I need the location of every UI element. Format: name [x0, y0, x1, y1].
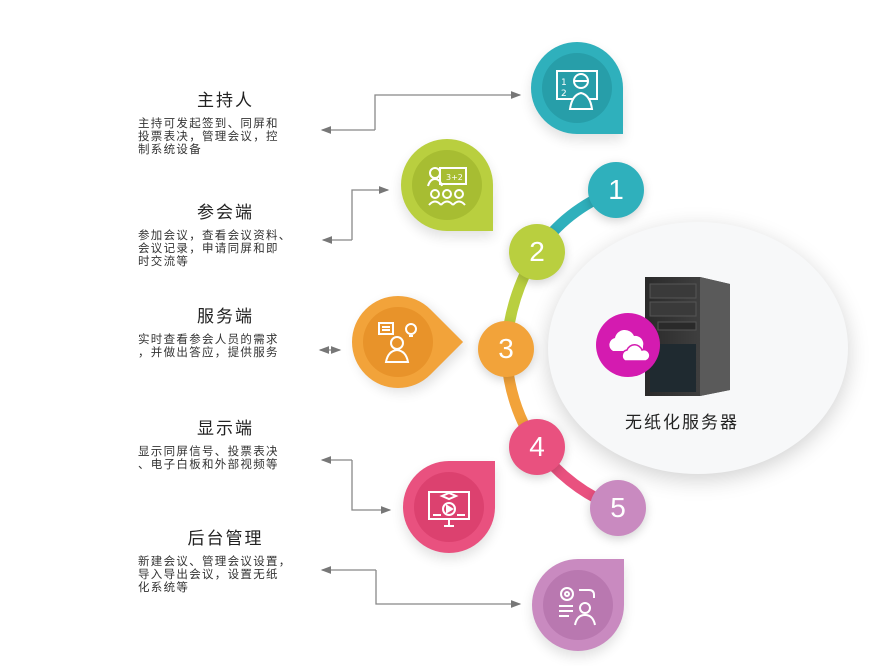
- role-desc: 新建会议、管理会议设置，导入导出会议，设置无纸化系统等: [138, 554, 292, 594]
- connector-2: [351, 186, 390, 240]
- monitor-video-icon: [414, 472, 484, 542]
- role-block-host: 主持人 主持可发起签到、同屏和投票表决，管理会议，控制系统设备: [138, 86, 313, 156]
- role-block-participant: 参会端 参加会议，查看会议资料、会议记录，申请同屏和即时交流等: [138, 198, 313, 268]
- svg-text:3+2: 3+2: [446, 173, 463, 182]
- admin-settings-icon: [543, 570, 613, 640]
- role-desc: 主持可发起签到、同屏和投票表决，管理会议，控制系统设备: [138, 116, 279, 156]
- role-block-admin: 后台管理 新建会议、管理会议设置，导入导出会议，设置无纸化系统等: [138, 524, 313, 594]
- role-block-service: 服务端 实时查看参会人员的需求，并做出答应，提供服务: [138, 302, 313, 359]
- role-title: 服务端: [197, 307, 254, 327]
- service-staff-icon: [363, 307, 433, 377]
- role-title: 主持人: [197, 91, 254, 111]
- cloud-icon: [609, 329, 651, 362]
- cloud-badge: [596, 313, 660, 377]
- connector-1: [374, 91, 522, 130]
- svg-text:2: 2: [561, 89, 567, 99]
- server-tower-icon: [645, 277, 730, 396]
- step-3: 3: [478, 321, 534, 377]
- role-desc: 显示同屏信号、投票表决、电子白板和外部视频等: [138, 444, 279, 471]
- step-1: 1: [588, 162, 644, 218]
- server-label: 无纸化服务器: [625, 413, 739, 433]
- display-pin: [403, 461, 495, 553]
- connector-4: [351, 460, 392, 514]
- step-2: 2: [509, 224, 565, 280]
- step-5: 5: [590, 480, 646, 536]
- service-pin: [332, 276, 464, 408]
- connector-5: [375, 570, 522, 608]
- role-desc: 参加会议，查看会议资料、会议记录，申请同屏和即时交流等: [138, 228, 292, 268]
- role-title: 参会端: [197, 203, 254, 223]
- presentation-audience-icon: 3+2: [412, 150, 482, 220]
- step-4: 4: [509, 419, 565, 475]
- role-title: 后台管理: [187, 529, 264, 549]
- svg-text:1: 1: [561, 78, 567, 88]
- admin-pin: [532, 559, 624, 651]
- participant-pin: 3+2: [401, 139, 493, 231]
- role-desc: 实时查看参会人员的需求，并做出答应，提供服务: [138, 332, 279, 359]
- role-title: 显示端: [197, 419, 254, 439]
- role-block-display: 显示端 显示同屏信号、投票表决、电子白板和外部视频等: [138, 414, 313, 471]
